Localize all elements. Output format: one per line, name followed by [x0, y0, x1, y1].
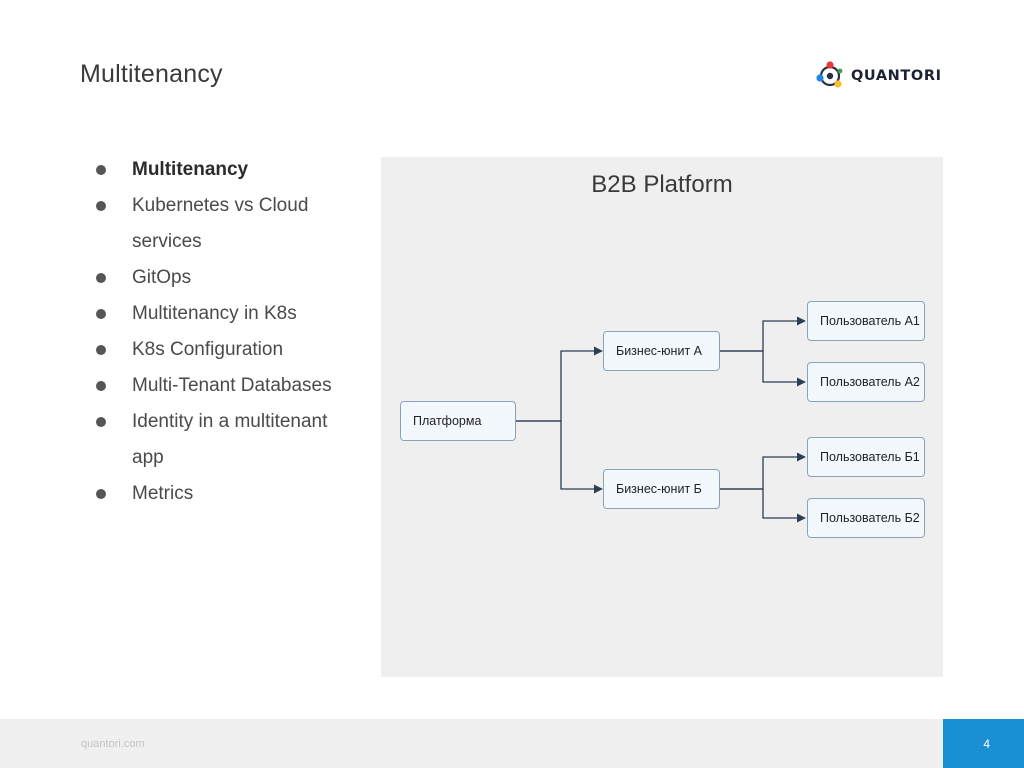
logo-text: QUANTORI: [851, 68, 942, 84]
node-user-b1: Пользователь Б1: [807, 437, 925, 477]
node-unit-b: Бизнес-юнит Б: [603, 469, 720, 509]
page-number: 4: [943, 719, 1024, 768]
edge-platform-unit-b: [516, 420, 603, 494]
diagram-title: B2B Platform: [591, 171, 733, 198]
agenda-item-multitenancy-k8s: Multitenancy in K8s: [96, 296, 356, 332]
footer: quantori.com 4: [0, 719, 1024, 768]
node-platform: Платформа: [400, 401, 516, 441]
agenda-item-gitops: GitOps: [96, 260, 356, 296]
node-user-b2: Пользователь Б2: [807, 498, 925, 538]
quantori-logo-icon: [816, 61, 843, 88]
diagram-connectors: [516, 316, 806, 523]
agenda-item-kubernetes-vs-cloud: Kubernetes vs Cloud services: [96, 188, 356, 260]
edge-platform-unit-a: [516, 346, 603, 422]
node-user-a1: Пользователь А1: [807, 301, 925, 341]
agenda-item-multitenancy: Multitenancy: [96, 152, 356, 188]
footer-url: quantori.com: [81, 738, 145, 750]
edge-unit-b-user-b1: [720, 452, 806, 490]
slide-title: Multitenancy: [80, 60, 223, 88]
node-user-a2: Пользователь А2: [807, 362, 925, 402]
edge-unit-a-user-a2: [720, 350, 806, 387]
edge-unit-a-user-a1: [720, 316, 806, 352]
agenda-list: Multitenancy Kubernetes vs Cloud service…: [96, 152, 356, 512]
agenda-item-k8s-configuration: K8s Configuration: [96, 332, 356, 368]
quantori-logo: QUANTORI: [816, 60, 942, 92]
b2b-platform-diagram: B2B Platform Платформа Бизнес-юнит А Биз…: [381, 157, 943, 677]
edge-unit-b-user-b2: [720, 488, 806, 523]
node-unit-a: Бизнес-юнит А: [603, 331, 720, 371]
agenda-item-multi-tenant-databases: Multi-Tenant Databases: [96, 368, 356, 404]
agenda-item-identity: Identity in a multitenant app: [96, 404, 356, 476]
agenda-item-metrics: Metrics: [96, 476, 356, 512]
